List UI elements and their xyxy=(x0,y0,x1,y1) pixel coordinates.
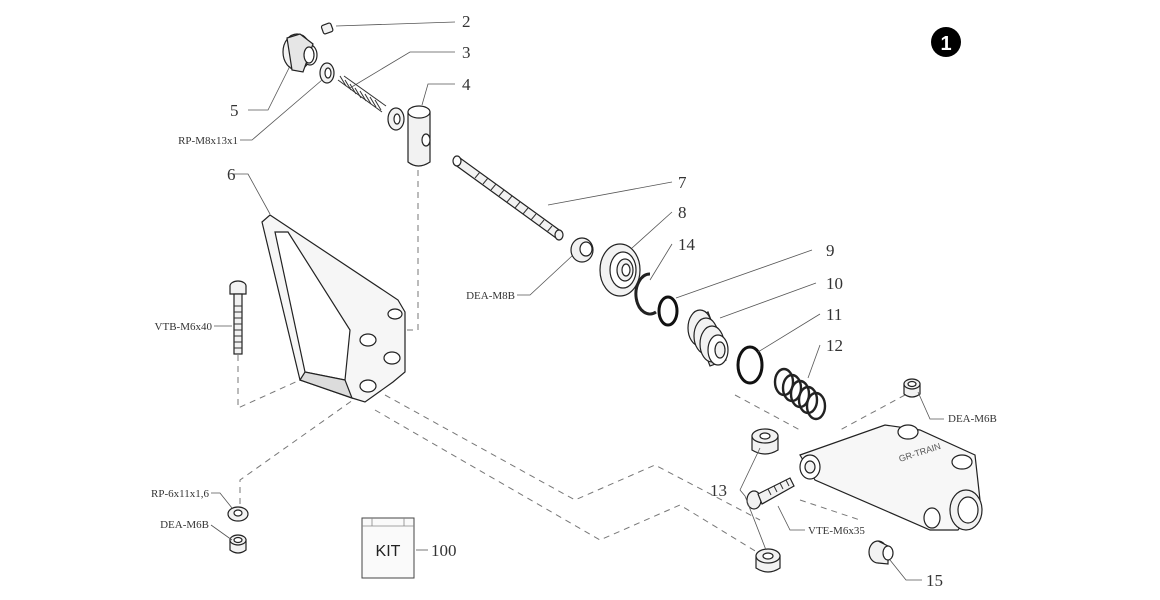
part-7-threaded-rod xyxy=(452,155,564,241)
part-6-bracket xyxy=(261,214,406,403)
label-dea-m8b: DEA-M8B xyxy=(466,290,515,302)
sheet-number-badge: 1 xyxy=(931,27,961,57)
label-vtb-m6x40: VTB-M6x40 xyxy=(155,321,213,333)
rp-6x11-washer-left xyxy=(227,506,249,522)
label-rp-6x11x1-6: RP-6x11x1,6 xyxy=(151,488,209,500)
callout-5: 5 xyxy=(230,101,239,120)
callout-100: 100 xyxy=(431,541,457,560)
part-10-piston xyxy=(687,309,729,367)
label-rp-m8x13x1: RP-M8x13x1 xyxy=(178,135,238,147)
callout-8: 8 xyxy=(678,203,687,222)
vtb-m6x40-bolt xyxy=(229,280,247,355)
rp-m8-washer xyxy=(319,62,335,84)
label-dea-m6b-left: DEA-M6B xyxy=(160,519,209,531)
callout-9: 9 xyxy=(826,241,835,260)
part-8-bearing xyxy=(599,243,641,297)
part-4-washer xyxy=(387,107,405,131)
part-12-spring xyxy=(773,367,827,421)
damper-body: GR-TRAIN xyxy=(799,424,983,531)
label-dea-m6b-right: DEA-M6B xyxy=(948,413,997,425)
part-3-spring xyxy=(337,75,387,113)
part-codes: RP-M8x13x1 VTB-M6x40 DEA-M8B DEA-M6B RP-… xyxy=(151,135,997,537)
dea-m8b-nut xyxy=(570,237,594,263)
label-vte-m6x35: VTE-M6x35 xyxy=(808,525,865,537)
callout-3: 3 xyxy=(462,43,471,62)
part-13-nut-top xyxy=(751,428,779,455)
callout-7: 7 xyxy=(678,173,687,192)
callout-14: 14 xyxy=(678,235,696,254)
callouts: 2 3 4 5 6 7 8 14 9 10 11 12 13 15 100 xyxy=(227,12,943,590)
part-14-circlip xyxy=(634,272,657,316)
sheet-number: 1 xyxy=(940,33,951,55)
callout-12: 12 xyxy=(826,336,843,355)
callout-11: 11 xyxy=(826,305,842,324)
part-9-o-ring xyxy=(657,295,679,327)
part-11-ring xyxy=(736,345,764,385)
kit-box: KIT xyxy=(361,517,415,579)
callout-10: 10 xyxy=(826,274,843,293)
callout-15: 15 xyxy=(926,571,943,590)
callout-4: 4 xyxy=(462,75,471,94)
callout-13: 13 xyxy=(710,481,727,500)
part-13-nut-bottom xyxy=(755,548,781,573)
part-15-bushing xyxy=(868,540,894,565)
dea-m6b-nut-left xyxy=(229,534,247,554)
part-5-knob xyxy=(282,33,318,73)
callout-6: 6 xyxy=(227,165,236,184)
leader-lines xyxy=(210,21,944,581)
vte-m6x35-bolt xyxy=(746,477,795,510)
dea-m6b-nut-right xyxy=(903,378,921,398)
callout-2: 2 xyxy=(462,12,471,31)
kit-box-text: KIT xyxy=(376,543,401,560)
part-2-pin xyxy=(320,22,334,35)
part-4-holder xyxy=(407,105,431,167)
